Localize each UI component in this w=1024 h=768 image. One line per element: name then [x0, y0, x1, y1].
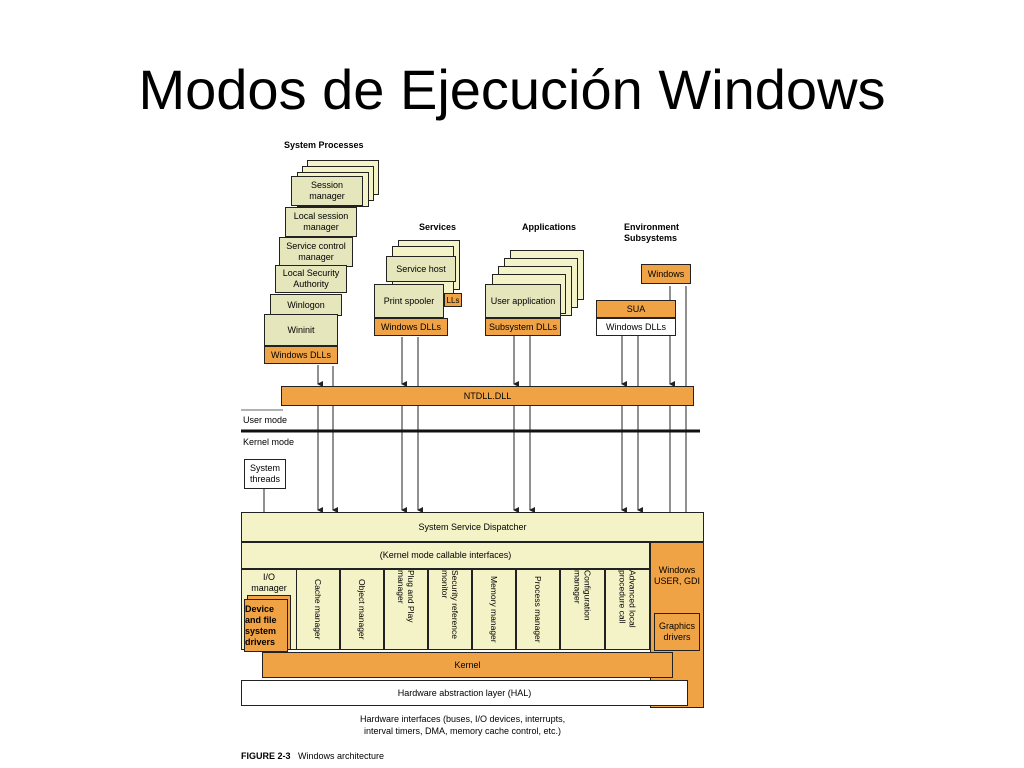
winlogon-box: Winlogon	[270, 294, 342, 316]
session-manager-box: Session manager	[291, 176, 363, 206]
kernel-label: Kernel	[454, 659, 481, 670]
windows-user-gdi-label: Windows USER, GDI	[653, 565, 700, 586]
environment-subsystems-header: Environment Subsystems	[624, 222, 680, 243]
environment-dlls-label: Windows DLLs	[605, 321, 667, 332]
winlogon-label: Winlogon	[287, 299, 325, 310]
service-control-manager-label: Service control manager	[286, 241, 346, 262]
print-spooler-label: Print spooler	[383, 295, 435, 306]
user-application-label: User application	[490, 295, 556, 306]
session-manager-label: Session manager	[309, 180, 345, 201]
hardware-interfaces-line1: Hardware interfaces (buses, I/O devices,…	[360, 714, 566, 724]
local-security-authority-box: Local Security Authority	[275, 265, 347, 293]
local-session-manager-box: Local session manager	[285, 207, 357, 237]
slide-title: Modos de Ejecución Windows	[138, 58, 886, 121]
system-threads-box: System threads	[244, 459, 286, 489]
user-application-box: User application	[485, 284, 561, 318]
ntdll-label: NTDLL.DLL	[463, 390, 512, 401]
hal-box: Hardware abstraction layer (HAL)	[241, 680, 688, 706]
pnp-manager-label: Plug and Play manager	[396, 570, 416, 623]
process-manager-column: Process manager	[516, 569, 560, 650]
figure-label: FIGURE 2-3	[241, 751, 291, 761]
subsystem-dlls-box: Subsystem DLLs	[485, 318, 561, 336]
memory-manager-label: Memory manager	[489, 576, 499, 643]
subsystem-dlls-label: Subsystem DLLs	[488, 321, 558, 332]
memory-manager-column: Memory manager	[472, 569, 516, 650]
pnp-manager-column: Plug and Play manager	[384, 569, 428, 650]
io-manager-label: I/O manager	[251, 572, 287, 593]
user-mode-label: User mode	[243, 415, 288, 425]
wininit-label: Wininit	[287, 324, 315, 335]
figure-caption: Windows architecture	[298, 751, 385, 761]
alpc-label: Advanced local procedure call	[617, 570, 638, 628]
environment-dlls-box: Windows DLLs	[596, 318, 676, 336]
device-drivers-box: Device and file system drivers	[244, 599, 288, 652]
hardware-interfaces-line2: interval timers, DMA, memory cache contr…	[364, 726, 562, 736]
cache-manager-label: Cache manager	[313, 579, 323, 640]
windows-subsystem-label: Windows	[647, 268, 685, 279]
system-processes-dlls-label: Windows DLLs	[270, 349, 332, 360]
kernel-box: Kernel	[262, 652, 673, 678]
system-threads-label: System threads	[249, 463, 281, 484]
local-session-manager-label: Local session manager	[293, 211, 349, 232]
device-drivers-label: Device and file system drivers	[245, 603, 277, 647]
service-host-label: Service host	[396, 263, 446, 274]
print-spooler-box: Print spooler	[374, 284, 444, 318]
ntdll-bar: NTDLL.DLL	[281, 386, 694, 406]
windows-subsystem-box: Windows	[641, 264, 691, 284]
service-host-box: Service host	[386, 256, 456, 282]
security-reference-monitor-label: Security reference monitor	[440, 570, 460, 639]
services-dlls-box: Windows DLLs	[374, 318, 448, 336]
configuration-manager-label: Configuration manager	[572, 570, 593, 621]
alpc-column: Advanced local procedure call	[605, 569, 650, 650]
kernel-interfaces-label: (Kernel mode callable interfaces)	[379, 550, 512, 560]
wininit-box: Wininit	[264, 314, 338, 346]
services-dlls-label: Windows DLLs	[380, 321, 442, 332]
applications-header: Applications	[522, 222, 577, 232]
local-security-authority-label: Local Security Authority	[282, 268, 340, 289]
kernel-mode-label: Kernel mode	[243, 437, 295, 447]
system-processes-dlls-box: Windows DLLs	[264, 346, 338, 364]
services-dlls-partial-box: LLs	[444, 293, 462, 307]
system-service-dispatcher-box: System Service Dispatcher	[241, 512, 704, 542]
kernel-interfaces-box: (Kernel mode callable interfaces)	[241, 542, 650, 569]
security-reference-monitor-column: Security reference monitor	[428, 569, 472, 650]
system-service-dispatcher-label: System Service Dispatcher	[418, 521, 527, 532]
graphics-drivers-label: Graphics drivers	[658, 621, 695, 642]
object-manager-label: Object manager	[357, 579, 367, 640]
hal-label: Hardware abstraction layer (HAL)	[397, 687, 532, 698]
sua-box: SUA	[596, 300, 676, 318]
configuration-manager-column: Configuration manager	[560, 569, 605, 650]
object-manager-column: Object manager	[340, 569, 384, 650]
cache-manager-column: Cache manager	[296, 569, 340, 650]
system-processes-header: System Processes	[284, 140, 364, 150]
graphics-drivers-box: Graphics drivers	[654, 613, 700, 651]
service-control-manager-box: Service control manager	[279, 237, 353, 267]
process-manager-label: Process manager	[533, 576, 543, 643]
services-header: Services	[419, 222, 457, 232]
services-dlls-partial-label: LLs	[446, 295, 460, 305]
sua-label: SUA	[626, 303, 646, 314]
